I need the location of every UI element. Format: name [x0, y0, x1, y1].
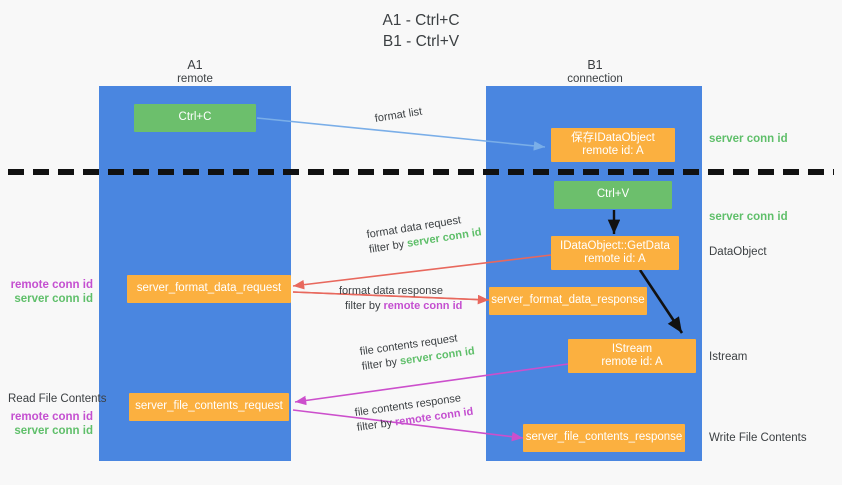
flow-label-format-list-text: format list: [373, 105, 423, 125]
box-idataobject-getdata[interactable]: IDataObject::GetData remote id: A: [551, 236, 679, 270]
column-header-b1: B1 connection: [540, 58, 650, 86]
left-remote-conn-id-1: remote conn id: [10, 279, 93, 291]
left-server-conn-id-1: server conn id: [14, 293, 93, 305]
left-server-conn-id-2: server conn id: [14, 425, 93, 437]
flow-label-format-data-response: format data response filter by remote co…: [339, 284, 462, 314]
right-label-server-conn-id-2: server conn id: [709, 211, 788, 223]
left-conn-id-stack-file: remote conn id server conn id: [0, 410, 93, 438]
left-conn-id-stack-format: remote conn id server conn id: [0, 278, 93, 306]
left-remote-conn-id-2: remote conn id: [10, 411, 93, 423]
filter-value-remote-conn-id: remote conn id: [383, 300, 463, 312]
flow-label-file-contents-request: file contents request filter by server c…: [359, 329, 476, 375]
box-server-file-contents-response[interactable]: server_file_contents_response: [523, 424, 685, 452]
flow-label-format-data-response-text: format data response: [339, 285, 443, 297]
diagram-title: A1 - Ctrl+C B1 - Ctrl+V: [382, 12, 460, 50]
filter-prefix: filter by: [356, 416, 396, 434]
column-header-b1-sub: connection: [567, 73, 623, 85]
flow-label-format-data-response-filter: filter by remote conn id: [339, 299, 462, 314]
box-server-format-data-request[interactable]: server_format_data_request: [127, 275, 291, 303]
flow-label-format-data-request: format data request filter by server con…: [366, 210, 483, 257]
right-label-server-conn-id-1: server conn id: [709, 133, 788, 145]
filter-prefix: filter by: [361, 355, 401, 373]
right-label-write-file-contents: Write File Contents: [709, 432, 807, 444]
box-server-file-contents-request[interactable]: server_file_contents_request: [129, 393, 289, 421]
column-header-a1-name: A1: [187, 58, 203, 72]
box-istream[interactable]: IStream remote id: A: [568, 339, 696, 373]
left-label-read-file-contents: Read File Contents: [8, 393, 107, 405]
column-header-b1-name: B1: [587, 58, 603, 72]
box-ctrl-v[interactable]: Ctrl+V: [554, 181, 672, 209]
right-label-istream: Istream: [709, 351, 748, 363]
right-label-dataobject: DataObject: [709, 246, 767, 258]
flow-label-format-list: format list: [374, 105, 423, 127]
filter-prefix: filter by: [345, 300, 384, 312]
box-ctrl-c[interactable]: Ctrl+C: [134, 104, 256, 132]
box-save-idataobject[interactable]: 保存IDataObject remote id: A: [551, 128, 675, 162]
column-header-a1-sub: remote: [177, 73, 213, 85]
box-server-format-data-response[interactable]: server_format_data_response: [489, 287, 647, 315]
column-header-a1: A1 remote: [140, 58, 250, 86]
flow-label-file-contents-response: file contents response filter by remote …: [354, 390, 474, 436]
